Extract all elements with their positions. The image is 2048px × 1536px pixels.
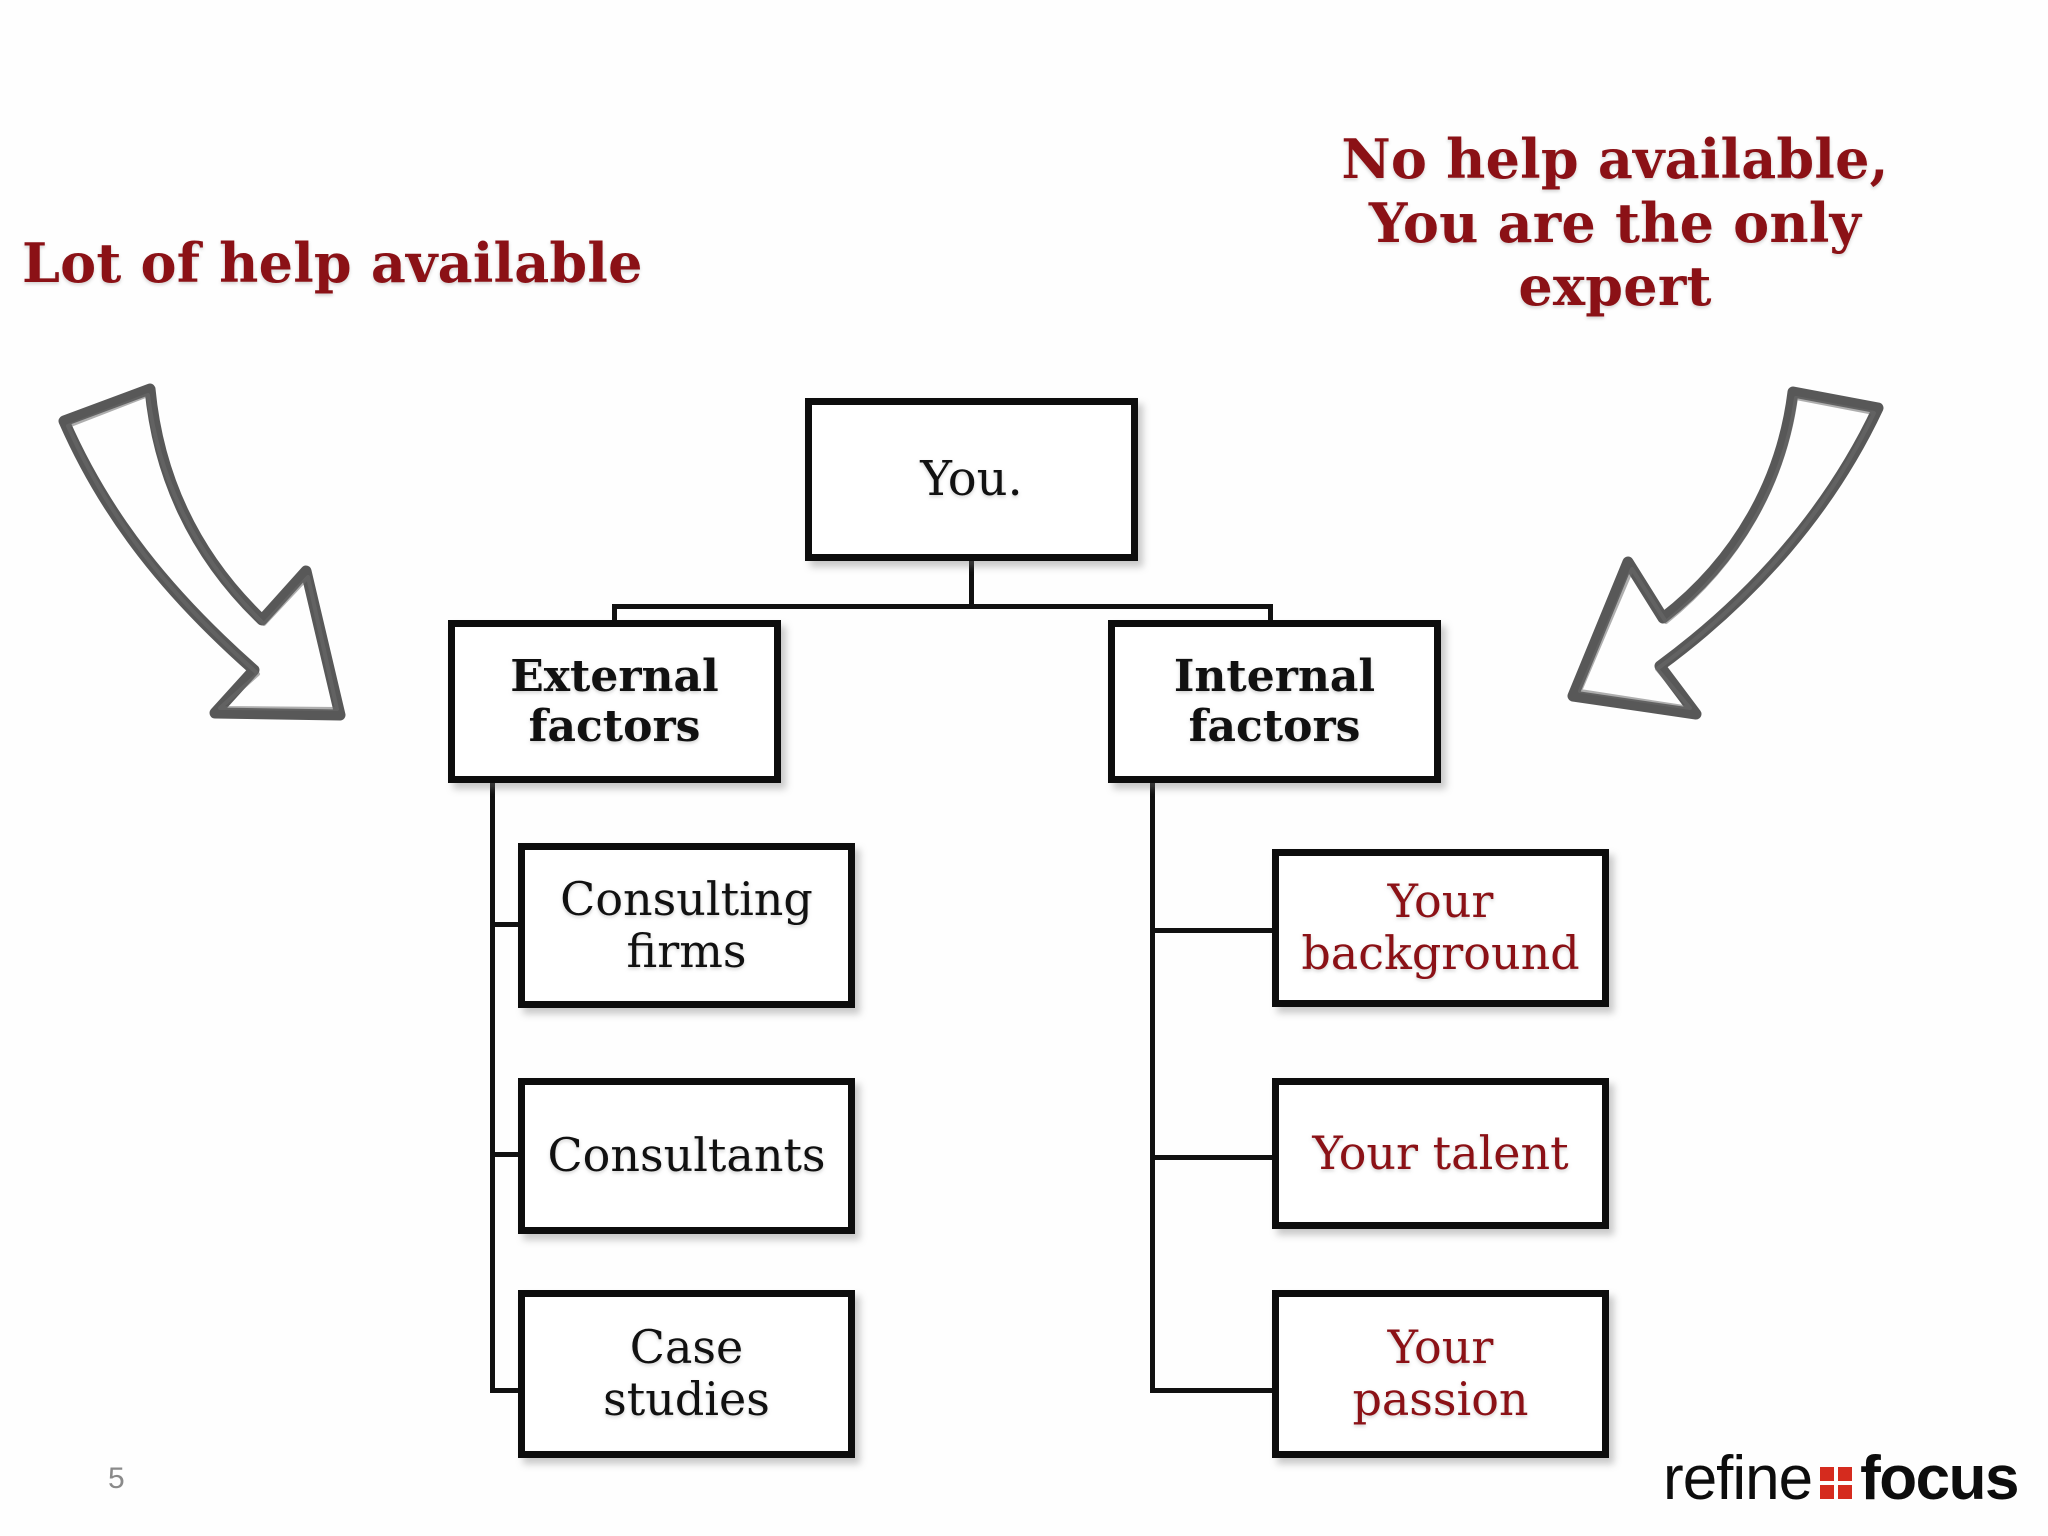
node-your-talent[interactable]: Your talent: [1272, 1078, 1609, 1229]
connector-internal-child-3: [1150, 1388, 1278, 1393]
connector-external-child-2: [490, 1152, 522, 1157]
headline-right: No help available, You are the only expe…: [1341, 127, 1889, 319]
four-squares-icon: [1820, 1467, 1853, 1499]
node-you[interactable]: You.: [805, 398, 1138, 561]
connector-external-child-1: [490, 922, 522, 927]
connector-internal-child-1: [1150, 928, 1278, 933]
connector-internal-child-2: [1150, 1155, 1278, 1160]
connector-external-spine: [490, 780, 495, 1392]
page-number: 5: [108, 1462, 125, 1495]
connector-root-stem: [969, 561, 974, 607]
node-your-talent-label: Your talent: [1312, 1125, 1569, 1180]
logo-refine-focus: refine focus: [1663, 1444, 2019, 1513]
node-your-passion[interactable]: Your passion: [1272, 1290, 1609, 1458]
node-consultants[interactable]: Consultants: [518, 1078, 855, 1234]
node-your-background[interactable]: Your background: [1272, 849, 1609, 1007]
node-consulting-firms[interactable]: Consulting firms: [518, 843, 855, 1008]
node-case-studies[interactable]: Case studies: [518, 1290, 855, 1458]
node-external-factors-label: External factors: [510, 651, 719, 752]
connector-root-bus: [612, 604, 1272, 609]
headline-left: Lot of help available: [22, 231, 643, 295]
node-consulting-firms-label: Consulting firms: [560, 871, 813, 978]
node-internal-factors-label: Internal factors: [1173, 651, 1376, 752]
node-your-background-label: Your background: [1301, 874, 1580, 980]
connector-to-external: [612, 604, 617, 624]
node-you-label: You.: [920, 450, 1023, 507]
node-external-factors[interactable]: External factors: [448, 620, 781, 783]
node-your-passion-label: Your passion: [1352, 1320, 1529, 1426]
connector-to-internal: [1268, 604, 1273, 624]
node-case-studies-label: Case studies: [603, 1320, 770, 1426]
curved-arrow-down-right-icon: [58, 383, 346, 721]
connector-internal-spine: [1150, 780, 1155, 1392]
node-internal-factors[interactable]: Internal factors: [1108, 620, 1441, 783]
curved-arrow-down-left-icon: [1567, 386, 1884, 720]
node-consultants-label: Consultants: [547, 1128, 826, 1183]
connector-external-child-3: [490, 1388, 522, 1393]
logo-word-focus: focus: [1860, 1444, 2019, 1513]
logo-word-refine: refine: [1663, 1444, 1813, 1513]
